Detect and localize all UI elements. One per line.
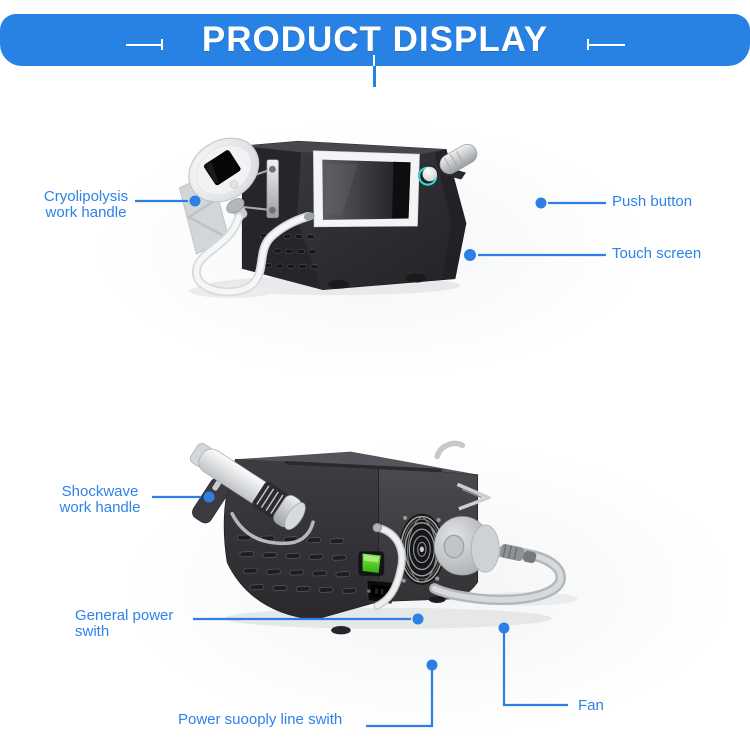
title-banner: PRODUCT DISPLAY [0,14,750,66]
green-power-switch-illustration [358,551,385,576]
vent-slots-illustration [259,233,319,270]
banner-center-tick-white [373,55,375,66]
callout-label-general-power-switch: General power swith [75,607,174,640]
page-title: PRODUCT DISPLAY [201,20,549,59]
machine-front-photo [178,137,478,298]
callout-label-touch-screen: Touch screen [612,245,702,262]
cryolipolysis-handle-illustration [178,137,315,297]
machine-feet [331,596,446,635]
machine-back-photo [190,440,578,635]
stored-applicator-and-cable-illustration [429,516,566,606]
touch-screen-illustration [313,150,420,228]
machine-feet [328,273,427,289]
vent-slots-illustration [237,534,357,594]
power-cable-illustration [372,522,406,610]
banner-arrow-right-tick [587,39,589,50]
handle-holder-illustration [437,143,478,180]
banner-arrow-left-line [126,44,162,46]
callout-label-power-supply-line-switch: Power suooply line swith [178,711,343,728]
callout-label-push-button: Push button [612,193,693,210]
callout-label-cryolipolysis-work-handle: Cryolipolysis work handle [43,188,129,221]
banner-center-tick-blue [373,66,376,87]
fan-grille-illustration [398,513,445,585]
banner-arrow-left-tick [161,39,163,50]
shockwave-handle-illustration [190,443,315,546]
push-button-illustration [418,165,439,186]
callout-label-fan: Fan [578,697,604,714]
banner-arrow-right-line [589,44,625,46]
callout-label-shockwave-work-handle: Shockwave work handle [59,483,141,516]
